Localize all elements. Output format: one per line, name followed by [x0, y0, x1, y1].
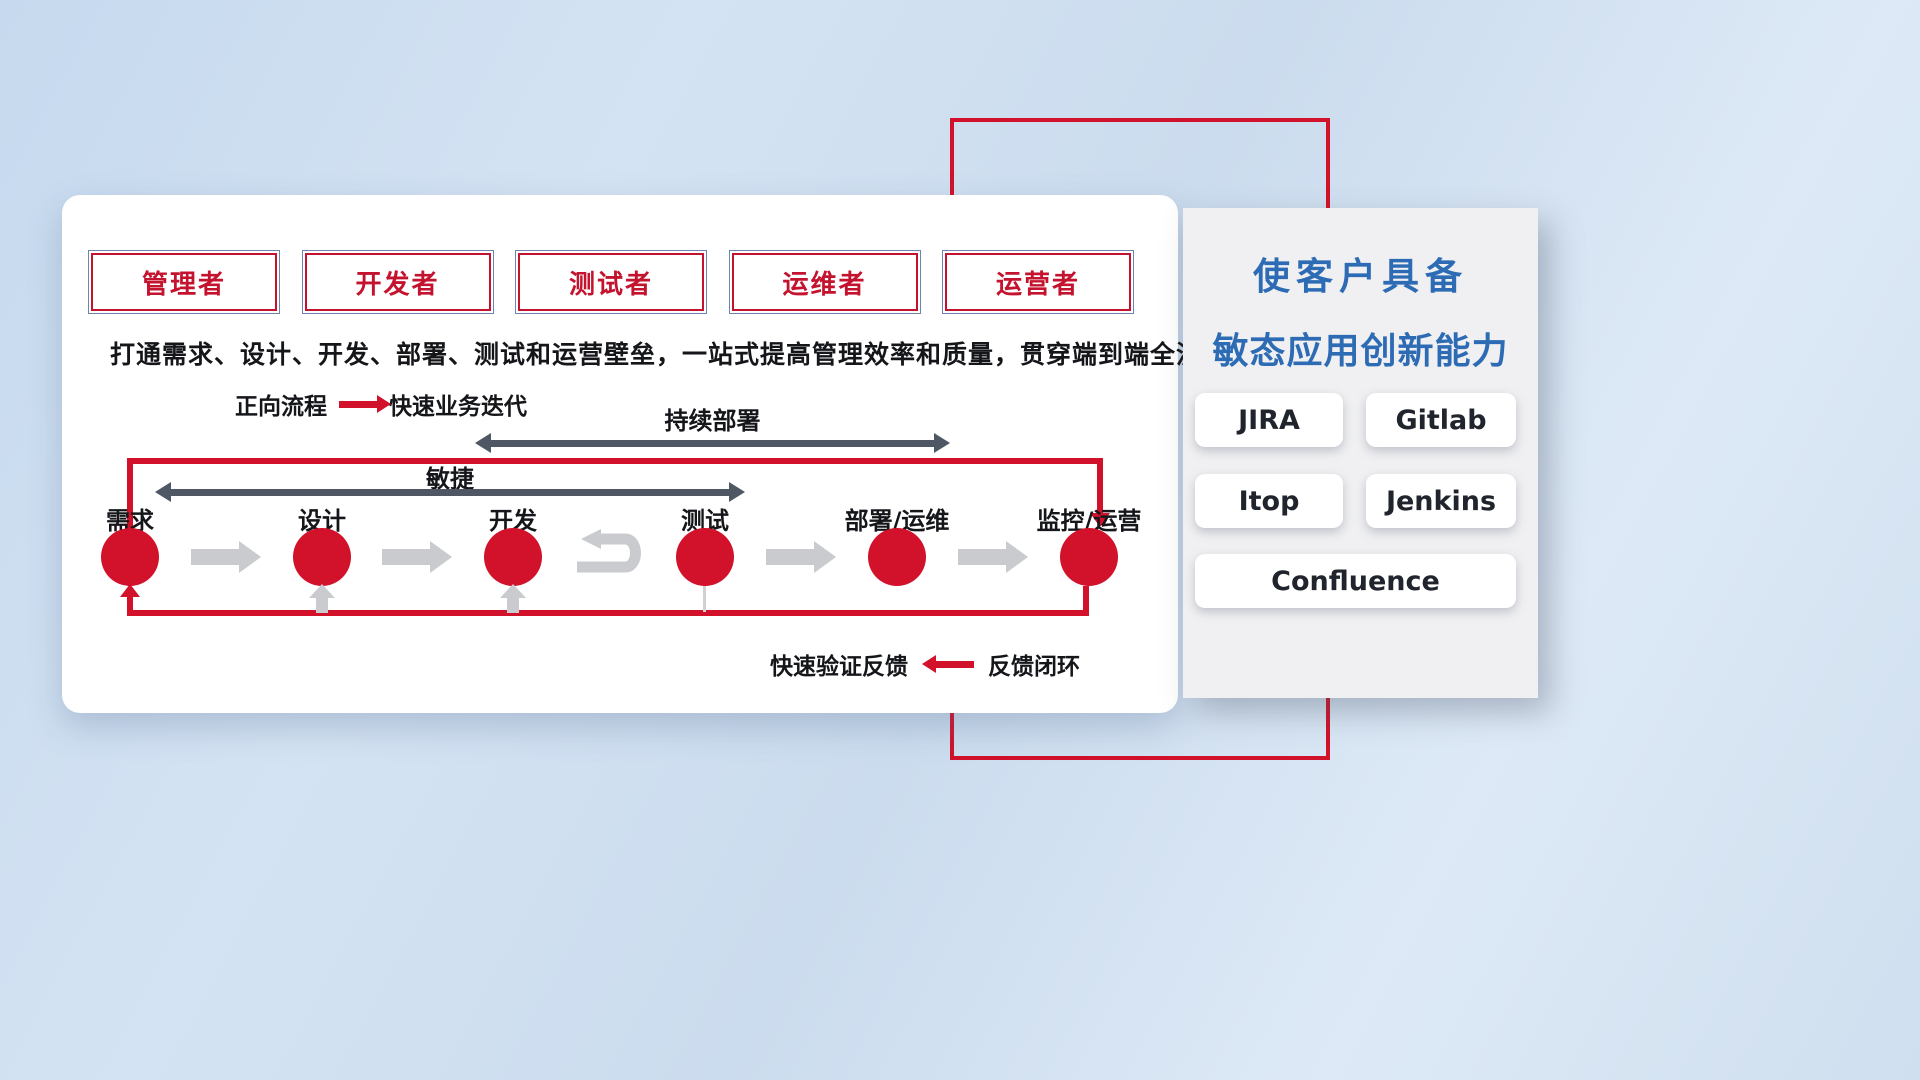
stage-node-testing: [676, 528, 734, 586]
tool-box-itop: Itop: [1195, 474, 1343, 528]
tool-box-confluence: Confluence: [1195, 554, 1516, 608]
devops-flow-panel: 管理者 开发者 测试者 运维者 运营者 打通需求、设计、开发、部署、测试和运营壁…: [62, 195, 1229, 713]
testing-drop-line: [703, 586, 706, 612]
panel-description: 打通需求、设计、开发、部署、测试和运营壁垒，一站式提高管理效率和质量，贯穿端到端…: [110, 340, 1229, 369]
feedback-loop-arrowhead-icon: [120, 584, 140, 597]
stage-node-design: [293, 528, 351, 586]
feedback-up-arrow-icon: [316, 598, 328, 613]
forward-arrow-icon: [339, 394, 391, 413]
forward-loop-right-segment: [1097, 461, 1103, 515]
flow-arrow-icon: [766, 541, 836, 573]
feedback-up-arrowhead-icon: [309, 584, 335, 598]
tool-box-jira: JIRA: [1195, 393, 1343, 447]
role-box-tester: 测试者: [515, 250, 707, 314]
stage-node-requirements: [101, 528, 159, 586]
continuous-deploy-label: 持续部署: [664, 407, 761, 435]
feedback-loop-bottom-segment: [127, 610, 1089, 616]
forward-loop-top-segment: [127, 458, 1103, 464]
feedback-up-arrowhead-icon: [500, 584, 526, 598]
capability-title-line2: 敏态应用创新能力: [1212, 331, 1509, 372]
forward-flow-legend: 正向流程 快速业务迭代: [235, 387, 527, 421]
capability-title-line1: 使客户具备: [1253, 255, 1468, 298]
forward-loop-arrowhead-icon: [1090, 513, 1110, 527]
iteration-loop-icon: [577, 529, 641, 573]
feedback-arrow-icon: [922, 654, 974, 673]
feedback-loop-left-segment: [127, 595, 133, 610]
capability-panel: 使客户具备 敏态应用创新能力 JIRA Gitlab Itop Jenkins …: [1183, 208, 1538, 698]
flow-arrow-icon: [382, 541, 452, 573]
agile-label: 敏捷: [426, 465, 474, 493]
agile-double-arrow-icon: [155, 482, 745, 502]
role-label: 运营者: [995, 269, 1080, 300]
continuous-deploy-double-arrow-icon: [475, 433, 950, 453]
role-label: 管理者: [141, 269, 226, 300]
roles-row: 管理者 开发者 测试者 运维者 运营者: [88, 250, 1134, 314]
role-box-manager: 管理者: [88, 250, 280, 314]
tool-box-gitlab: Gitlab: [1366, 393, 1516, 447]
stage-node-monitor-operate: [1060, 528, 1118, 586]
forward-flow-label: 正向流程: [235, 394, 327, 420]
feedback-loop-right-segment: [1083, 586, 1089, 616]
role-box-ops: 运维者: [728, 250, 921, 314]
forward-loop-left-segment: [127, 461, 133, 531]
flow-arrow-icon: [191, 541, 261, 573]
role-label: 开发者: [355, 269, 440, 300]
role-label: 测试者: [568, 269, 653, 300]
feedback-legend: 快速验证反馈 反馈闭环: [770, 647, 1080, 681]
role-box-developer: 开发者: [301, 250, 494, 314]
stage-node-deploy-ops: [868, 528, 926, 586]
feedback-up-arrow-icon: [507, 598, 519, 613]
stage-node-development: [484, 528, 542, 586]
role-label: 运维者: [782, 269, 867, 300]
flow-arrow-icon: [958, 541, 1028, 573]
role-box-operator: 运营者: [942, 250, 1134, 314]
feedback-legend-label: 快速验证反馈: [770, 654, 908, 680]
forward-flow-value: 快速业务迭代: [389, 394, 527, 420]
tool-box-jenkins: Jenkins: [1366, 474, 1516, 528]
feedback-legend-value: 反馈闭环: [988, 654, 1080, 680]
